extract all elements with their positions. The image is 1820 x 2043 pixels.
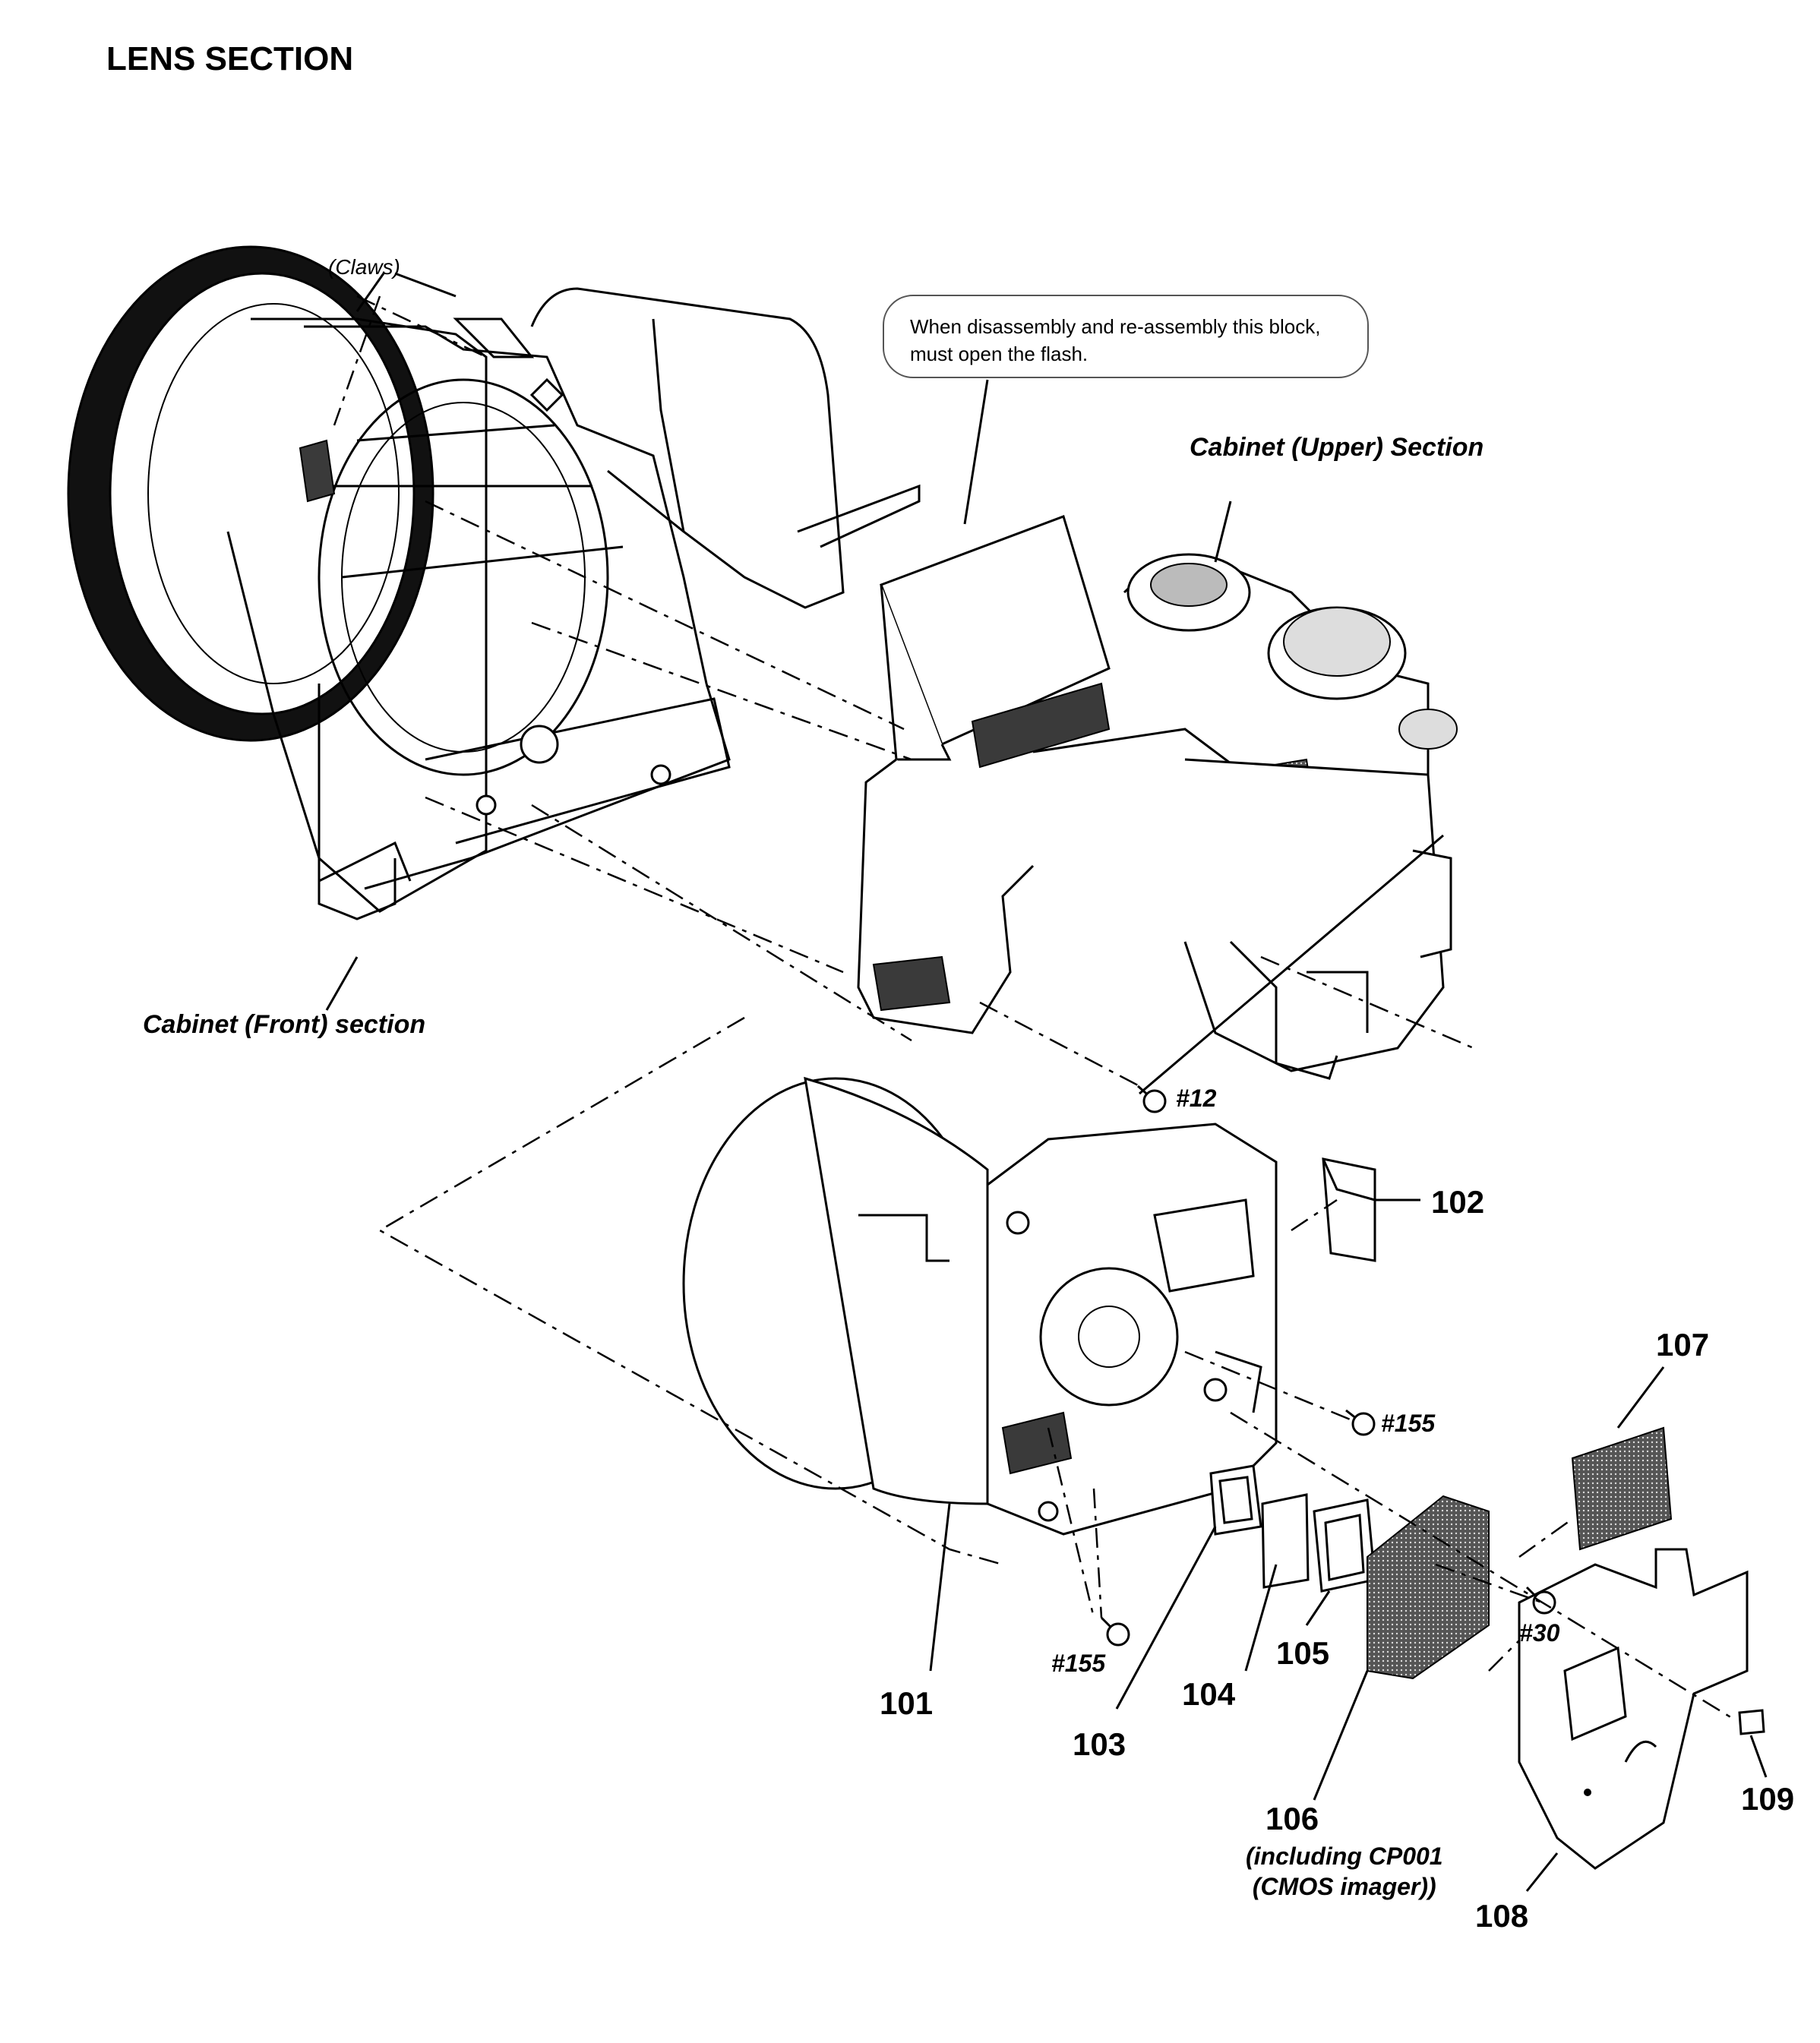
- part-106-caption-line2: (CMOS imager)): [1252, 1873, 1436, 1900]
- screw-155-b-drawing: [1345, 1409, 1376, 1436]
- part-103-label: 103: [1073, 1726, 1126, 1762]
- cabinet-upper-label: Cabinet (Upper) Section: [1190, 433, 1484, 462]
- part-109-drawing: [1738, 1709, 1765, 1735]
- part-104-drawing: [1261, 1493, 1310, 1589]
- lens-block-drawing: [682, 1076, 1278, 1536]
- part-105-drawing: [1313, 1498, 1376, 1593]
- part-103-drawing: [1209, 1464, 1262, 1536]
- part-109-label: 109: [1741, 1781, 1795, 1817]
- part-106-caption: (including CP001 (CMOS imager)): [1246, 1841, 1443, 1902]
- part-104-label: 104: [1182, 1676, 1236, 1712]
- screw-12-label: #12: [1176, 1085, 1217, 1112]
- screw-155-b-label: #155: [1381, 1410, 1436, 1437]
- part-108-label: 108: [1475, 1898, 1529, 1934]
- part-106-label: 106: [1265, 1801, 1319, 1836]
- part-108-drawing: [1518, 1548, 1749, 1870]
- part-101-label: 101: [880, 1685, 934, 1721]
- part-102-drawing: [1322, 1157, 1376, 1262]
- screw-155-a-drawing: [1100, 1616, 1130, 1647]
- leader-lines: [325, 272, 1768, 1892]
- part-107-drawing: [1571, 1426, 1673, 1551]
- part-102-label: 102: [1431, 1184, 1485, 1220]
- note-callout: When disassembly and re-assembly this bl…: [883, 295, 1369, 378]
- part-105-label: 105: [1276, 1635, 1330, 1671]
- cabinet-upper-drawing: [857, 515, 1458, 1080]
- screw-30-label: #30: [1519, 1619, 1560, 1647]
- part-106-caption-line1: (including CP001: [1246, 1842, 1443, 1870]
- part-107-label: 107: [1656, 1327, 1710, 1363]
- screw-12-drawing: [1137, 1085, 1167, 1113]
- cabinet-front-label: Cabinet (Front) section: [143, 1010, 426, 1039]
- screw-155-a-label: #155: [1051, 1650, 1106, 1677]
- cabinet-front-drawing: [67, 245, 921, 920]
- assembly-lines: [333, 295, 1733, 1719]
- part-106-drawing: [1367, 1495, 1490, 1680]
- claws-label: (Claws): [328, 255, 400, 279]
- page-title: LENS SECTION: [106, 40, 354, 77]
